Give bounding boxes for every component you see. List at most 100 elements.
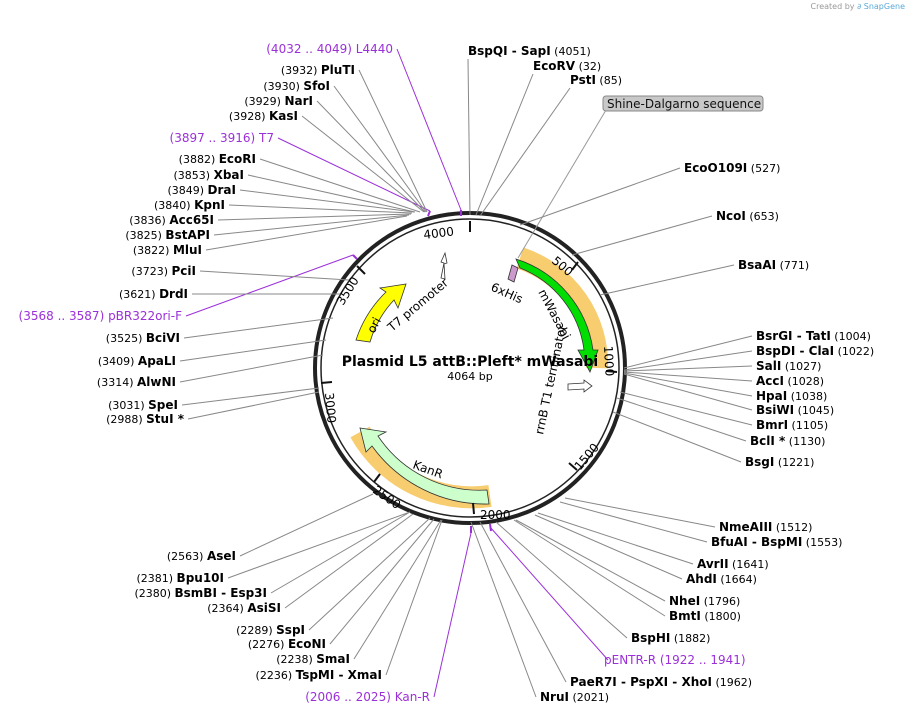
enzyme-site-label[interactable]: (2380) BsmBI - Esp3I — [134, 586, 267, 600]
enzyme-site-label[interactable]: (2381) Bpu10I — [136, 571, 224, 585]
feature-6xHis[interactable]: 6xHis — [489, 264, 525, 306]
enzyme-site-label[interactable]: AhdI (1664) — [686, 572, 757, 586]
enzyme-site-label[interactable]: BfuAI - BspMI (1553) — [711, 535, 842, 549]
enzyme-site-label[interactable]: BsrGI - TatI (1004) — [756, 329, 871, 343]
enzyme-site-label[interactable]: (3849) DraI — [167, 183, 236, 197]
enzyme-site-label[interactable]: (2988) StuI * — [106, 412, 185, 426]
primer-position: (3568 .. 3587) — [19, 309, 109, 323]
enzyme-site-label[interactable]: BspDI - ClaI (1022) — [756, 344, 874, 358]
enzyme-leader — [612, 411, 742, 463]
enzyme-site-label[interactable]: BsgI (1221) — [745, 455, 814, 469]
enzyme-site-label[interactable]: (2238) SmaI — [276, 652, 350, 666]
enzyme-site-label[interactable]: (3930) SfoI — [263, 79, 330, 93]
enzyme-site-label[interactable]: (3882) EcoRI — [179, 152, 256, 166]
enzyme-site-label[interactable]: AvrII (1641) — [697, 557, 769, 571]
enzyme-leader — [239, 493, 374, 557]
site-position: (3932) — [281, 64, 321, 77]
enzyme-leader — [467, 58, 471, 216]
enzyme-site-label[interactable]: (2364) AsiSI — [207, 601, 281, 615]
enzyme-site-label[interactable]: (3853) XbaI — [174, 168, 244, 182]
primer-position: (1922 .. 1941) — [656, 653, 746, 667]
enzyme-leader — [187, 391, 320, 420]
enzyme-site-label[interactable]: (3929) NarI — [244, 94, 313, 108]
enzyme-name: AsiSI — [247, 601, 281, 615]
site-position: (1796) — [700, 595, 740, 608]
enzyme-site-label[interactable]: (3621) DrdI — [119, 287, 188, 301]
primer-site-label[interactable]: (4032 .. 4049) L4440 — [266, 42, 393, 56]
enzyme-leader — [534, 514, 683, 580]
enzyme-site-label[interactable]: (3840) KpnI — [154, 198, 225, 212]
ori-arrow — [355, 283, 407, 343]
enzyme-name: BstAPI — [165, 228, 210, 242]
enzyme-site-label[interactable]: HpaI (1038) — [756, 389, 827, 403]
enzyme-site-label[interactable]: (3825) BstAPI — [125, 228, 210, 242]
site-position: (1800) — [701, 610, 741, 623]
enzyme-leader — [199, 270, 350, 281]
enzyme-leader — [564, 497, 716, 528]
enzyme-site-label[interactable]: (3928) KasI — [229, 109, 298, 123]
enzyme-site-label[interactable]: (3723) PciI — [131, 264, 196, 278]
backbone-inner — [320, 218, 620, 518]
enzyme-leader — [205, 215, 408, 251]
enzyme-site-label[interactable]: PaeR7I - PspXI - XhoI (1962) — [570, 675, 752, 689]
enzyme-site-label[interactable]: NmeAIII (1512) — [719, 520, 812, 534]
enzyme-site-label[interactable]: BsiWI (1045) — [756, 403, 834, 417]
enzyme-site-label[interactable]: BmrI (1105) — [756, 418, 828, 432]
enzyme-site-label[interactable]: (3409) ApaLI — [98, 354, 176, 368]
site-position: (3930) — [263, 80, 303, 93]
enzyme-leader — [571, 215, 713, 256]
enzyme-site-label[interactable]: EcoRV (32) — [533, 59, 601, 73]
enzyme-site-label[interactable]: AccI (1028) — [756, 374, 824, 388]
enzyme-site-label[interactable]: (3314) AlwNI — [97, 375, 176, 389]
enzyme-site-label[interactable]: (3525) BciVI — [106, 331, 180, 345]
shine-dalgarno-callout[interactable]: Shine-Dalgarno sequence — [517, 95, 764, 259]
enzyme-site-label[interactable]: BspHI (1882) — [631, 631, 710, 645]
enzyme-site-label[interactable]: (2236) TspMI - XmaI — [256, 668, 382, 682]
enzyme-site-label[interactable]: (2276) EcoNI — [248, 637, 326, 651]
enzyme-site-label[interactable]: BclI * (1130) — [750, 434, 825, 448]
site-position: (3621) — [119, 288, 159, 301]
enzyme-site-label[interactable]: EcoO109I (527) — [684, 161, 780, 175]
enzyme-site-label[interactable]: (2563) AseI — [167, 549, 236, 563]
enzyme-name: DrdI — [159, 287, 188, 301]
enzyme-leader — [239, 189, 415, 213]
snapgene-credit: Created by ∂ SnapGene — [810, 2, 906, 11]
site-position: (3840) — [154, 199, 194, 212]
enzyme-name: EcoO109I — [684, 161, 747, 175]
enzyme-site-label[interactable]: BsaAI (771) — [738, 258, 809, 272]
enzyme-site-label[interactable]: NheI (1796) — [669, 594, 740, 608]
feature-label-rrnB: rrnB T1 terminator — [532, 323, 569, 435]
enzyme-site-label[interactable]: NruI (2021) — [540, 690, 609, 704]
enzyme-site-label[interactable]: BmtI (1800) — [669, 609, 741, 623]
enzyme-name: KpnI — [194, 198, 225, 212]
enzyme-site-label[interactable]: (3836) Acc65I — [129, 213, 214, 227]
site-position: (3836) — [129, 214, 169, 227]
enzyme-name: SalI — [756, 359, 781, 373]
feature-KanR[interactable]: KanR — [350, 426, 492, 509]
ring-ticks — [320, 221, 618, 515]
enzyme-site-label[interactable]: BspQI - SapI (4051) — [468, 44, 591, 58]
site-position: (2238) — [276, 653, 316, 666]
enzyme-site-label[interactable]: NcoI (653) — [716, 209, 779, 223]
enzyme-site-label[interactable]: (3031) SpeI — [108, 398, 178, 412]
enzyme-name: EcoRI — [219, 152, 256, 166]
site-position: (527) — [747, 162, 780, 175]
enzyme-site-label[interactable]: (2289) SspI — [236, 623, 305, 637]
enzyme-name: BsgI — [745, 455, 774, 469]
enzyme-name: BsmBI - Esp3I — [175, 586, 267, 600]
primer-site-label[interactable]: pENTR-R (1922 .. 1941) — [604, 653, 746, 667]
enzyme-leader — [183, 317, 334, 339]
feature-ori[interactable]: ori — [355, 283, 407, 343]
primer-site-label[interactable]: (3897 .. 3916) T7 — [170, 131, 274, 145]
enzyme-site-label[interactable]: (3932) PluTI — [281, 63, 355, 77]
enzyme-leader — [623, 350, 753, 371]
enzyme-site-label[interactable]: PstI (85) — [570, 73, 622, 87]
primer-site-label[interactable]: (3568 .. 3587) pBR322ori-F — [19, 309, 183, 323]
site-position: (1962) — [712, 676, 752, 689]
enzyme-site-label[interactable]: (3822) MluI — [133, 243, 202, 257]
enzyme-leader — [227, 511, 411, 579]
primer-site-label[interactable]: (2006 .. 2025) Kan-R — [305, 690, 430, 704]
site-position: (4051) — [551, 45, 591, 58]
enzyme-site-label[interactable]: SalI (1027) — [756, 359, 821, 373]
